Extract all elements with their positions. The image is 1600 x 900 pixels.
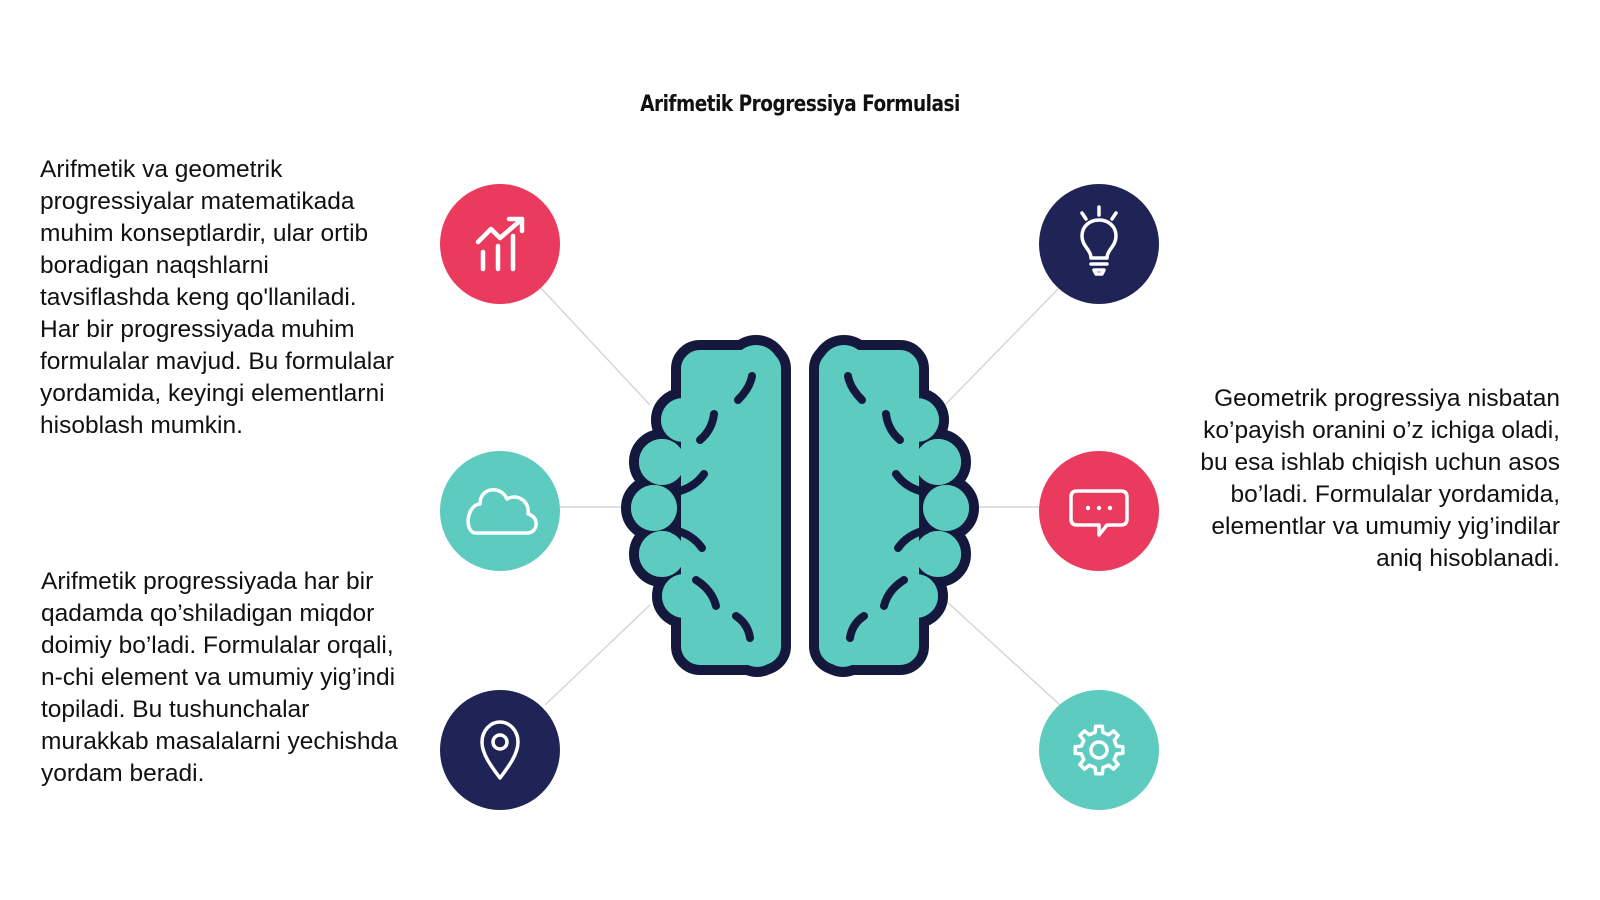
brain-fold: [696, 410, 718, 444]
chat-bubble-icon: [1069, 489, 1129, 537]
brain-fold: [894, 526, 930, 552]
brain-fold: [880, 576, 908, 610]
connector-line: [544, 604, 651, 706]
icon-circle-cloud: [440, 451, 560, 571]
brain-right-hemisphere: [809, 335, 979, 677]
brain-fold: [892, 470, 928, 496]
icon-circle-gear: [1039, 690, 1159, 810]
brain-fold: [846, 612, 868, 642]
growth-chart-icon: [475, 216, 525, 272]
connector-line: [539, 286, 651, 406]
brain-fold: [670, 526, 706, 552]
brain-icon: [621, 335, 979, 677]
connector-lines: [539, 286, 1061, 706]
brain-core-fill: [681, 350, 781, 665]
lightbulb-icon: [1080, 205, 1118, 276]
brain-fold: [734, 372, 756, 404]
cloud-icon: [466, 488, 538, 535]
brain-lobe-fill: [639, 439, 685, 485]
brain-lobe-fill: [923, 485, 969, 531]
icon-circle-chat: [1039, 451, 1159, 571]
brain-lobe-fill: [915, 439, 961, 485]
page-title: Arifmetik Progressiya Formulasi: [640, 92, 960, 117]
location-pin-icon: [480, 720, 520, 780]
icon-circle-growth: [440, 184, 560, 304]
brain-fold: [692, 576, 720, 610]
brain-core-fill: [819, 350, 919, 665]
brain-lobe-fill: [631, 485, 677, 531]
brain-lobe-fill: [639, 531, 685, 577]
text-block-left-top: Arifmetik va geometrik progressiyalar ma…: [40, 156, 395, 439]
brain-lobe-fill: [915, 531, 961, 577]
connector-line: [944, 599, 1061, 706]
connector-line: [939, 286, 1061, 411]
icon-circle-lightbulb: [1039, 184, 1159, 304]
brain-fold: [882, 410, 904, 444]
brain-fold: [732, 612, 754, 642]
gear-icon: [1073, 724, 1125, 776]
brain-fold: [672, 470, 708, 496]
text-block-left-bottom: Arifmetik progressiyada har bir qadamda …: [41, 568, 398, 787]
text-block-right: Geometrik progressiya nisbatan ko’payish…: [1200, 385, 1560, 572]
brain-left-hemisphere: [621, 335, 791, 677]
brain-fold: [844, 372, 866, 404]
